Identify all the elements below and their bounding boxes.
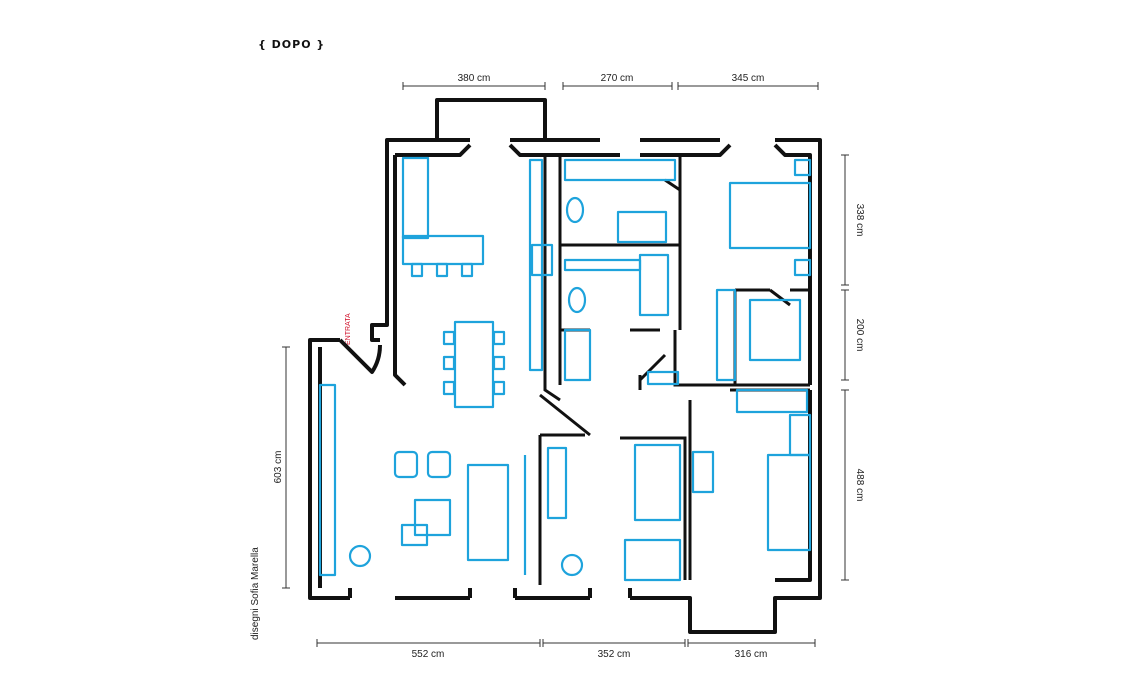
dim-top-2: 270 cm xyxy=(601,73,634,84)
dim-right-2: 200 cm xyxy=(854,319,865,352)
dim-bottom-1: 552 cm xyxy=(412,649,445,660)
plan-title: { DOPO } xyxy=(258,38,325,51)
dimension-lines xyxy=(282,82,849,647)
dim-bottom-2: 352 cm xyxy=(598,649,631,660)
dim-left-1: 603 cm xyxy=(273,451,284,484)
credit-text: disegni Sofia Marella xyxy=(250,547,261,640)
entrance-label: ENTRATA xyxy=(345,313,352,345)
furniture xyxy=(318,156,812,582)
dim-bottom-3: 316 cm xyxy=(735,649,768,660)
dim-right-3: 488 cm xyxy=(854,469,865,502)
dim-top-1: 380 cm xyxy=(458,73,491,84)
dim-top-3: 345 cm xyxy=(732,73,765,84)
dim-right-1: 338 cm xyxy=(854,204,865,237)
